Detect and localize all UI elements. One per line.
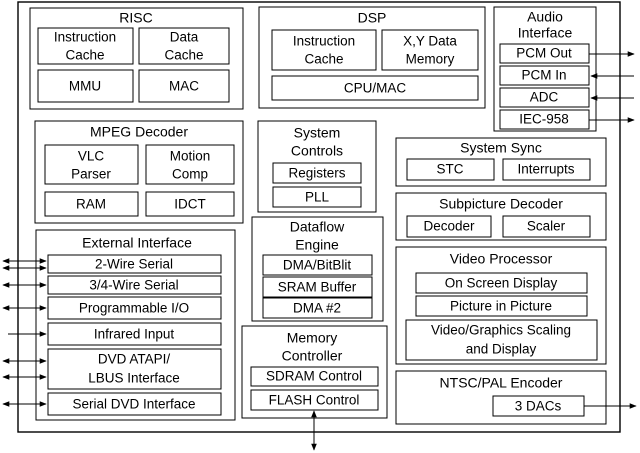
risc-mac: MAC (169, 79, 199, 94)
ntsc-pal-encoder-block: NTSC/PAL Encoder 3 DACs (395, 370, 607, 425)
memctrl-title-line1: Memory (287, 330, 338, 346)
syssync-stc: STC (437, 162, 464, 177)
dsp-block: DSP Instruction Cache X,Y Data Memory CP… (258, 6, 486, 109)
mpeg-ram: RAM (76, 197, 106, 212)
system-controls-block: System Controls Registers PLL (257, 120, 377, 213)
dsp-cpu-mac: CPU/MAC (344, 81, 407, 96)
mpeg-title: MPEG Decoder (90, 124, 188, 140)
dataflow-dma-bitblit: DMA/BitBlit (283, 258, 352, 273)
memctrl-flash-control: FLASH Control (269, 393, 360, 408)
mpeg-idct: IDCT (174, 197, 206, 212)
audio-pcm-out: PCM Out (516, 46, 572, 61)
video-title: Video Processor (450, 251, 553, 267)
dataflow-title-line2: Engine (295, 237, 339, 253)
dsp-xy-memory-line1: X,Y Data (403, 34, 457, 49)
risc-instruction-cache-line2: Cache (65, 48, 104, 63)
dataflow-sram-buffer: SRAM Buffer (278, 280, 357, 295)
audio-adc: ADC (530, 90, 559, 105)
dataflow-title-line1: Dataflow (290, 219, 345, 235)
dataflow-engine-block: Dataflow Engine DMA/BitBlit SRAM Buffer … (251, 216, 384, 322)
syscontrols-registers: Registers (288, 166, 345, 181)
system-sync-block: System Sync STC Interrupts (395, 137, 607, 187)
external-title: External Interface (82, 235, 192, 251)
risc-block: RISC Instruction Cache Data Cache MMU MA… (29, 7, 244, 110)
external-interface-block: External Interface 2-Wire Serial 3/4-Wir… (35, 229, 236, 421)
external-2-wire-serial: 2-Wire Serial (95, 257, 173, 272)
subpicture-decoder: Decoder (423, 219, 475, 234)
audio-title-line1: Audio (527, 9, 563, 25)
audio-pcm-in: PCM In (521, 68, 566, 83)
external-serial-dvd-interface: Serial DVD Interface (72, 397, 195, 412)
syssync-title: System Sync (460, 140, 542, 156)
video-osd: On Screen Display (445, 276, 558, 291)
risc-mmu: MMU (69, 79, 101, 94)
external-dvd-atapi-line1: DVD ATAPI/ (98, 352, 171, 367)
dsp-xy-memory-line2: Memory (406, 52, 455, 67)
audio-iec-958: IEC-958 (519, 112, 569, 127)
mpeg-motion-line2: Comp (172, 167, 208, 182)
external-dvd-atapi-line2: LBUS Interface (88, 371, 180, 386)
dsp-instruction-cache-line1: Instruction (293, 34, 355, 49)
ntsc-3-dacs: 3 DACs (515, 399, 562, 414)
memctrl-title-line2: Controller (282, 348, 343, 364)
syscontrols-title-line2: Controls (291, 143, 343, 159)
external-programmable-io: Programmable I/O (79, 301, 189, 316)
ntsc-title: NTSC/PAL Encoder (440, 375, 563, 391)
external-3-4-wire-serial: 3/4-Wire Serial (89, 278, 178, 293)
external-infrared-input: Infrared Input (94, 327, 175, 342)
video-pip: Picture in Picture (450, 299, 552, 314)
mpeg-vlc-line1: VLC (78, 149, 105, 164)
syscontrols-title-line1: System (294, 125, 341, 141)
mpeg-decoder-block: MPEG Decoder VLC Parser Motion Comp RAM … (34, 120, 244, 224)
audio-title-line2: Interface (518, 25, 573, 41)
memctrl-sdram-control: SDRAM Control (266, 369, 362, 384)
risc-title: RISC (119, 10, 152, 26)
subpicture-scaler: Scaler (527, 219, 566, 234)
video-scaling-line2: and Display (466, 342, 537, 357)
dsp-instruction-cache-line2: Cache (304, 52, 343, 67)
dsp-title: DSP (358, 10, 387, 26)
subpicture-decoder-block: Subpicture Decoder Decoder Scaler (395, 192, 607, 241)
syscontrols-pll: PLL (305, 190, 330, 205)
risc-instruction-cache-line1: Instruction (54, 30, 116, 45)
dataflow-dma-2: DMA #2 (293, 301, 341, 316)
subpicture-title: Subpicture Decoder (439, 196, 563, 212)
risc-data-cache-line1: Data (170, 30, 199, 45)
memory-controller-block: Memory Controller SDRAM Control FLASH Co… (241, 325, 388, 419)
mpeg-vlc-line2: Parser (71, 167, 111, 182)
syssync-interrupts: Interrupts (517, 162, 574, 177)
mpeg-motion-line1: Motion (170, 149, 211, 164)
video-processor-block: Video Processor On Screen Display Pictur… (395, 246, 607, 365)
audio-interface-block: Audio Interface PCM Out PCM In ADC IEC-9… (493, 6, 597, 132)
video-scaling-line1: Video/Graphics Scaling (431, 323, 571, 338)
risc-data-cache-line2: Cache (164, 48, 203, 63)
